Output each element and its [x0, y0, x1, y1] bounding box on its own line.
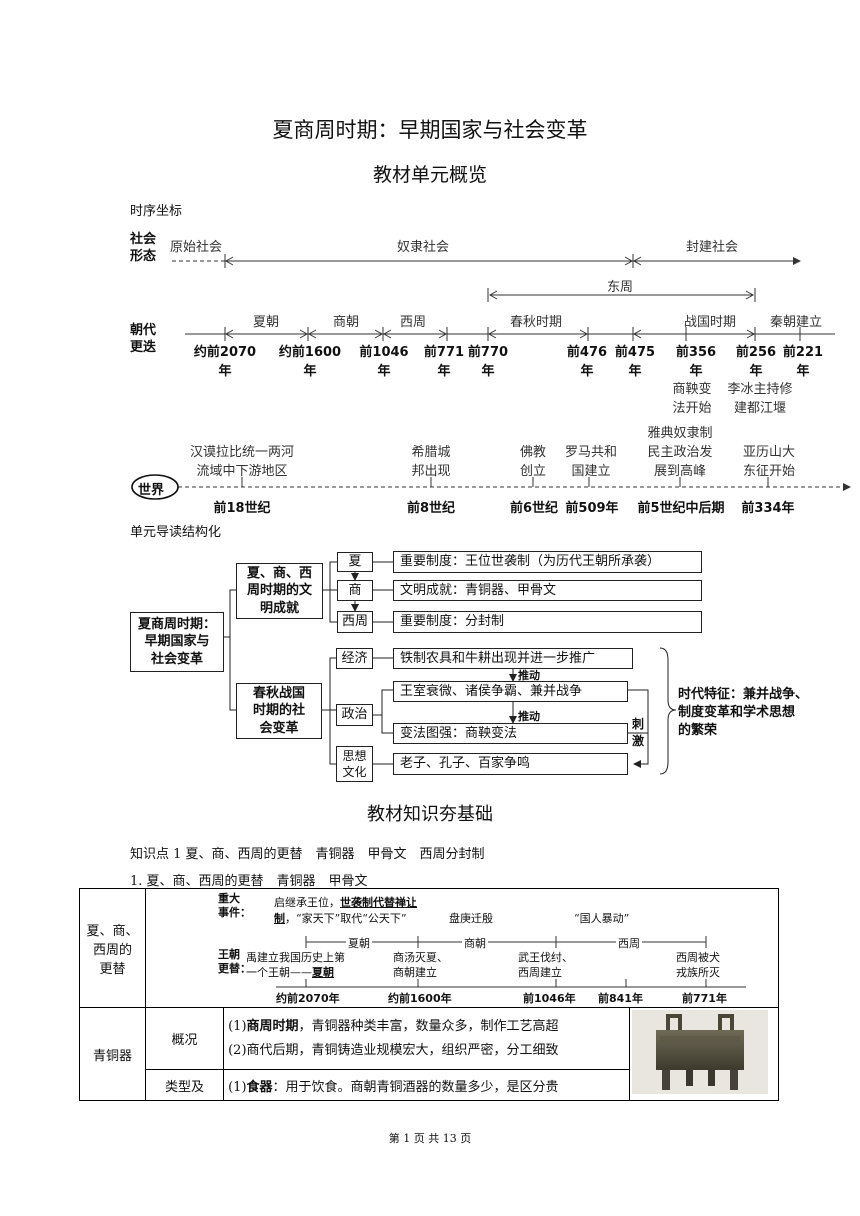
node-xia: 夏: [337, 552, 373, 572]
dynasty-change-label: 王朝更替：: [218, 948, 251, 975]
world-event-greek: 希腊城邦出现: [411, 445, 451, 479]
society-label: 社会形态: [130, 232, 157, 264]
node-economy: 经济: [336, 648, 373, 669]
page-title: 夏商周时期：早期国家与社会变革: [272, 118, 588, 142]
inner-date-841: 前841年: [598, 992, 643, 1005]
world-event-rome: 罗马共和国建立: [564, 445, 617, 479]
branch-civilization: 夏、商、西周时期的文明成就: [236, 563, 323, 619]
page-footer: 第 1 页 共 13 页: [388, 1132, 472, 1145]
note-libing: 李冰主持修建都江堰: [727, 382, 793, 416]
change-yu: 禹建立我国历史上第一个王朝——夏朝: [246, 951, 345, 979]
stimulate-label: 刺激: [632, 717, 645, 748]
thought-detail: 老子、孔子、百家争鸣: [393, 753, 628, 775]
row-label-bronze: 青铜器: [79, 1007, 146, 1101]
seg-xizhou: 西周: [616, 935, 642, 951]
table-row: 夏、商、西周的更替: [79, 888, 779, 1008]
seg-xia: 夏朝: [346, 935, 372, 951]
economy-detail: 铁制农具和牛耕出现并进一步推广: [393, 648, 633, 669]
dynasty-xizhou: 西周: [400, 315, 427, 330]
knowledge-table: 夏、商、西周的更替: [79, 888, 780, 1101]
dongzhou-label: 东周: [607, 280, 634, 295]
dynasty-qin: 秦朝建立: [770, 315, 823, 330]
knowledge-subpoint-1: 1. 夏、商、西周的更替 青铜器 甲骨文: [130, 874, 368, 889]
node-thought: 思想文化: [336, 746, 373, 782]
node-shang: 商: [337, 580, 373, 601]
inner-date-2070: 约前2070年: [276, 992, 340, 1005]
row-label-types: 类型及: [144, 1069, 225, 1101]
event-guoren: “国人暴动”: [574, 912, 630, 925]
world-date-8c: 前8世纪: [406, 501, 456, 516]
table-row: 青铜器 概况 (1)商周时期，青铜器种类丰富，数量众多，制作工艺高超 (2)商代…: [79, 1007, 780, 1101]
knowledge-point-1: 知识点 1 夏、商、西周的更替 青铜器 甲骨文 西周分封制: [130, 847, 485, 862]
era-feature: 时代特征：兼并战争、制度变革和学术思想的繁荣: [678, 687, 809, 738]
root-box: 夏商周时期：早期国家与社会变革: [130, 612, 224, 672]
table-row: 类型及 (1)食器：用于饮食。商朝青铜酒器的数量多少，是区分贵: [80, 1069, 779, 1101]
world-date-5c: 前5世纪中后期: [637, 501, 725, 516]
row-label-succession: 夏、商、西周的更替: [79, 888, 146, 1008]
xizhou-detail: 重要制度：分封制: [393, 611, 702, 633]
bronze-image-cell: [628, 1007, 780, 1101]
node-politics: 政治: [336, 704, 373, 726]
change-end: 西周被犬戎族所灭: [676, 951, 720, 979]
timeline-heading: 时序坐标: [130, 204, 183, 219]
inner-date-771: 前771年: [682, 992, 727, 1005]
types-text: (1)食器：用于饮食。商朝青铜酒器的数量多少，是区分贵: [223, 1069, 630, 1101]
push-label-2: 推动: [518, 710, 540, 723]
dynasty-chunqiu: 春秋时期: [510, 315, 563, 330]
structure-connectors: [224, 561, 677, 775]
world-label: 世界: [138, 483, 165, 498]
section-title-overview: 教材单元概览: [372, 164, 487, 186]
society-slave: 奴隶社会: [397, 240, 450, 255]
politics-detail-2: 变法图强：商鞅变法: [393, 723, 628, 744]
shang-detail: 文明成就：青铜器、甲骨文: [393, 580, 702, 601]
event-qi: 启继承王位，世袭制代替禅让: [274, 896, 417, 909]
structure-heading: 单元导读结构化: [130, 525, 222, 540]
dynasty-zhanguo: 战国时期: [684, 315, 737, 330]
branch-reform: 春秋战国时期的社会变革: [236, 683, 322, 739]
world-event-buddhism: 佛教创立: [519, 445, 546, 479]
inner-date-1600: 约前1600年: [388, 992, 452, 1005]
event-pangeng: 盘庚迁殷: [449, 912, 493, 925]
seg-shang: 商朝: [462, 935, 488, 951]
world-event-hammurabi: 汉谟拉比统一两河流域中下游地区: [189, 445, 294, 479]
world-event-athens: 雅典奴隶制民主政治发展到高峰: [647, 426, 713, 479]
world-event-alexander: 亚历山大东征开始: [742, 445, 795, 479]
bronze-ding-image: [631, 1010, 768, 1094]
world-date-18c: 前18世纪: [213, 501, 271, 516]
xia-detail: 重要制度：王位世袭制（为历代王朝所承袭）: [393, 551, 702, 573]
dynasty-xia: 夏朝: [253, 315, 280, 330]
node-xizhou: 西周: [337, 611, 373, 633]
change-zhou: 武王伐纣、西周建立: [518, 951, 573, 979]
note-shangyang: 商鞅变法开始: [672, 382, 712, 416]
dynasty-shang: 商朝: [333, 315, 360, 330]
world-date-334: 前334年: [741, 501, 795, 516]
society-feudal: 封建社会: [686, 240, 739, 255]
event-qi-2: 制，“家天下”取代“公天下”: [274, 912, 407, 925]
world-date-509: 前509年: [565, 501, 619, 516]
dynasty-label: 朝代更迭: [130, 323, 157, 355]
world-date-6c: 前6世纪: [509, 501, 559, 516]
timeline-graphics: [131, 254, 851, 500]
row-label-overview: 概况: [144, 1007, 225, 1070]
push-label-1: 推动: [518, 669, 540, 682]
change-shang: 商汤灭夏、商朝建立: [393, 951, 448, 979]
succession-diagram: 重大事件： 启继承王位，世袭制代替禅让 制，“家天下”取代“公天下” 盘庚迁殷 …: [145, 888, 779, 1008]
events-label: 重大事件：: [218, 892, 251, 919]
society-primitive: 原始社会: [170, 240, 223, 255]
inner-date-1046: 前1046年: [523, 992, 576, 1005]
overview-text: (1)商周时期，青铜器种类丰富，数量众多，制作工艺高超 (2)商代后期，青铜铸造…: [223, 1007, 630, 1070]
section-title-knowledge: 教材知识夯基础: [367, 804, 493, 825]
politics-detail-1: 王室衰微、诸侯争霸、兼并战争: [393, 681, 628, 702]
